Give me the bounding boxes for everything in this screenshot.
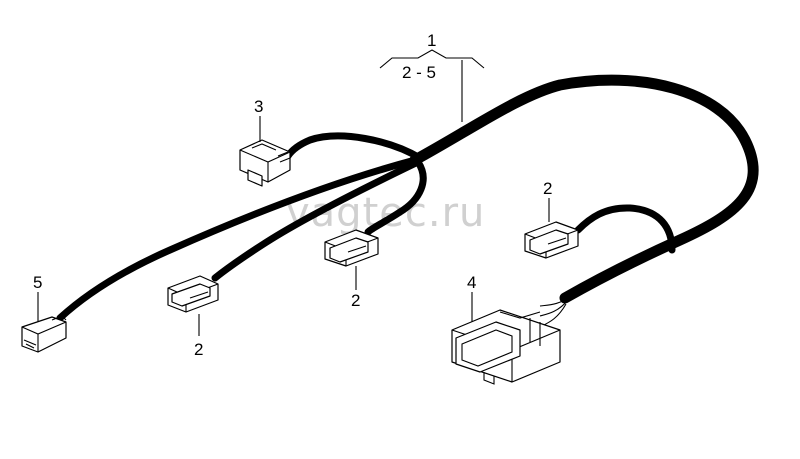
callout-2-mid: 2 <box>351 291 360 310</box>
callout-3: 3 <box>254 97 263 116</box>
leader-lines <box>37 49 550 336</box>
connector-4 <box>451 309 561 385</box>
callout-1: 1 <box>427 31 436 50</box>
connector-3 <box>239 139 291 187</box>
callout-4: 4 <box>467 273 476 292</box>
connector-2-left <box>167 275 219 313</box>
connector-2-right <box>524 221 579 259</box>
callout-2-left: 2 <box>194 340 203 359</box>
connector-5 <box>21 315 67 353</box>
callout-range-2-5: 2 - 5 <box>402 63 436 82</box>
harness-wires <box>56 74 759 327</box>
callout-5: 5 <box>33 273 42 292</box>
callout-2-right: 2 <box>543 179 552 198</box>
connector-2-mid <box>324 229 379 267</box>
branch-wire-2-right <box>574 204 676 254</box>
